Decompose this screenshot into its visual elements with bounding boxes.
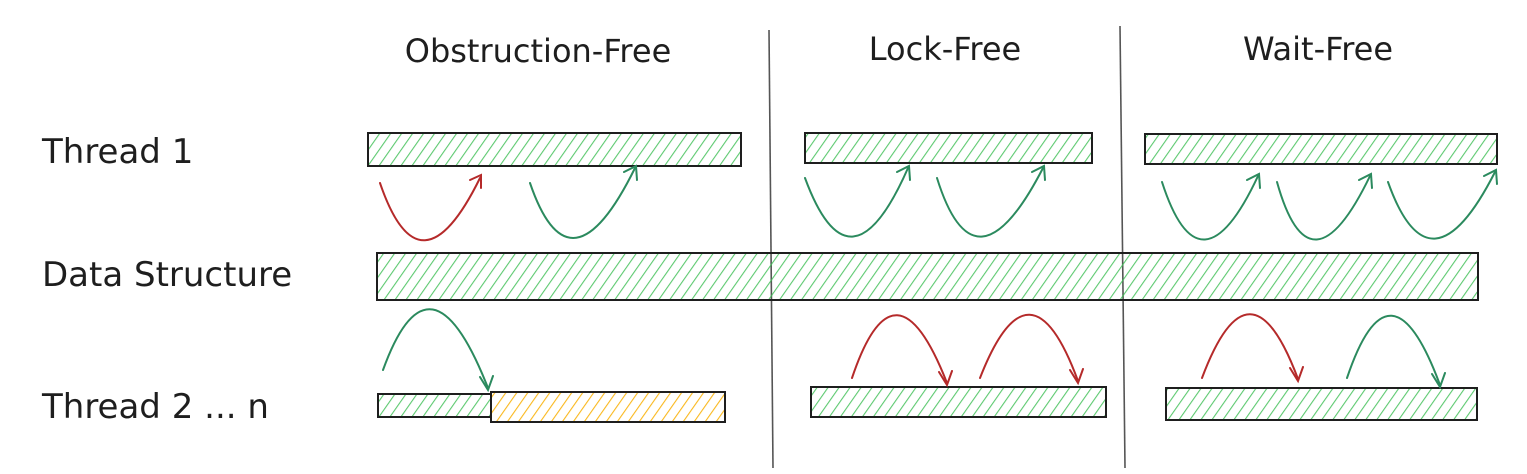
thread2-bar-lock-free: [810, 386, 1107, 418]
column-title-wait-free: Wait-Free: [1243, 30, 1393, 68]
column-title-lock-free: Lock-Free: [869, 30, 1021, 68]
thread1-success-op-arrow: [1387, 168, 1498, 240]
thread2-failed-op-arrow: [1201, 313, 1304, 384]
thread1-bar-lock-free: [804, 132, 1093, 164]
column-title-obstruction-free: Obstruction-Free: [405, 32, 672, 70]
thread2-bar-wait-free: [1165, 387, 1478, 421]
thread1-bar-wait-free: [1144, 133, 1498, 165]
row-label-data-structure: Data Structure: [42, 255, 292, 295]
thread2-bar-stalled-obstruction-free: [490, 391, 726, 423]
thread1-success-op-arrow: [529, 164, 638, 239]
column-divider: [1119, 25, 1126, 469]
data-structure-bar: [376, 252, 1479, 301]
thread1-success-op-arrow: [1161, 172, 1261, 241]
thread2-failed-op-arrow: [851, 314, 953, 388]
thread1-success-op-arrow: [936, 164, 1046, 238]
thread2-success-op-arrow: [1346, 314, 1446, 390]
thread1-success-op-arrow: [804, 164, 911, 238]
row-label-thread-2-n: Thread 2 ... n: [41, 387, 269, 427]
thread2-failed-op-arrow: [979, 313, 1084, 386]
thread1-success-op-arrow: [1276, 172, 1373, 241]
thread2-bar-progress-obstruction-free: [377, 393, 492, 418]
row-label-thread-1: Thread 1: [41, 132, 193, 172]
thread2-success-op-arrow: [382, 308, 494, 393]
thread1-bar-obstruction-free: [367, 132, 742, 167]
thread1-failed-op-arrow: [379, 173, 482, 242]
column-divider: [768, 29, 774, 469]
